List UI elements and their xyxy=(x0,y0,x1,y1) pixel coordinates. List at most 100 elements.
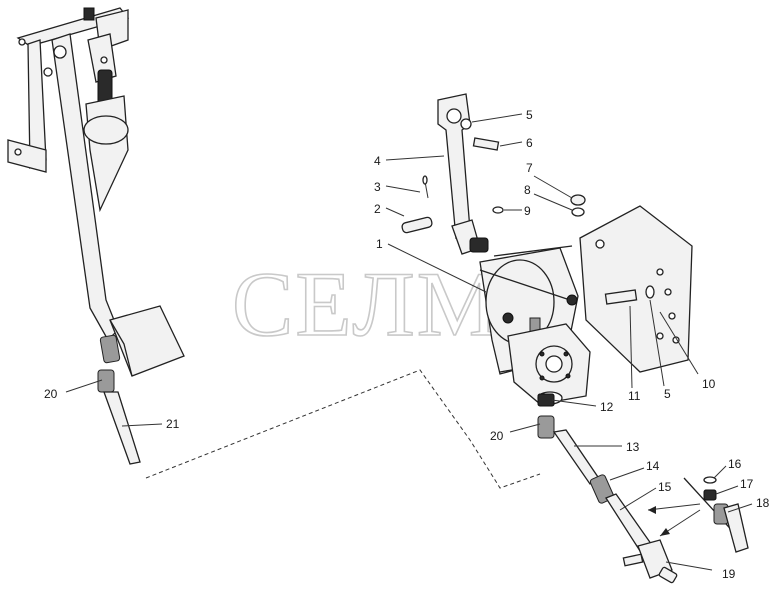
callout-5a: 5 xyxy=(526,108,533,122)
callout-7: 7 xyxy=(526,161,533,175)
o-ring-16 xyxy=(703,476,717,484)
callout-labels: 1 2 3 4 5 5 6 7 8 9 10 11 12 13 14 15 16… xyxy=(44,108,770,581)
callout-13: 13 xyxy=(626,440,640,454)
bracket-clip xyxy=(83,7,95,21)
cotter-pin-head xyxy=(422,175,428,185)
bracket-hole xyxy=(43,67,53,77)
nut-7 xyxy=(570,194,586,206)
arrow-line xyxy=(647,503,701,511)
callout-10: 10 xyxy=(702,377,716,391)
callout-4: 4 xyxy=(374,154,381,168)
bolt-6 xyxy=(472,137,500,151)
lever-pivot xyxy=(53,45,67,59)
leader-10 xyxy=(659,311,699,375)
leader-8 xyxy=(533,193,573,211)
leader-12 xyxy=(551,399,597,407)
clevis-pin xyxy=(100,56,108,64)
leader-16 xyxy=(713,465,727,479)
cover-screw xyxy=(539,375,545,381)
arrow-head xyxy=(660,528,670,536)
callout-9: 9 xyxy=(524,204,531,218)
callout-12: 12 xyxy=(600,400,614,414)
nut-17 xyxy=(703,489,717,501)
leader-2 xyxy=(385,207,405,217)
leader-15 xyxy=(619,487,657,511)
bracket-hole xyxy=(656,268,664,276)
bracket-hole xyxy=(595,239,605,249)
leader-20a xyxy=(65,379,103,393)
pedal-pad xyxy=(109,305,185,377)
mounting-bracket-10 xyxy=(579,205,693,373)
leader-1 xyxy=(387,243,487,293)
arrow-head xyxy=(648,506,656,514)
callout-18: 18 xyxy=(756,496,770,510)
bolt-11 xyxy=(604,289,638,305)
locknut xyxy=(469,237,489,253)
leader-20b xyxy=(509,423,541,433)
leader-21 xyxy=(121,423,163,427)
tie-rod xyxy=(479,269,571,301)
pedal-bracket-foot xyxy=(7,139,47,173)
leader-5b xyxy=(649,299,665,387)
tie-rod xyxy=(493,245,573,257)
master-cylinder-body xyxy=(85,95,129,213)
pedal-assembly xyxy=(7,7,185,465)
bracket-hole xyxy=(14,148,22,156)
fitting-20-right xyxy=(537,415,555,439)
callout-14: 14 xyxy=(646,459,660,473)
callout-11: 11 xyxy=(628,389,641,403)
callout-15: 15 xyxy=(658,480,672,494)
watermark-text: СЕЛМ xyxy=(232,253,501,355)
leader-18 xyxy=(727,503,753,513)
callout-5b: 5 xyxy=(664,387,671,401)
leader-5a xyxy=(471,113,523,123)
valve-port xyxy=(545,355,563,373)
tee-branch xyxy=(622,553,644,567)
bracket-hole xyxy=(664,288,672,296)
callout-3: 3 xyxy=(374,180,381,194)
hose-21 xyxy=(103,391,141,465)
washer-5-side xyxy=(645,285,655,299)
leader-14 xyxy=(609,467,645,481)
callout-1: 1 xyxy=(376,237,383,251)
washer-8 xyxy=(571,207,585,217)
cover-screw xyxy=(563,351,569,357)
leader-3 xyxy=(385,185,421,193)
clutch-booster-assembly xyxy=(401,93,749,584)
callout-8: 8 xyxy=(524,183,531,197)
fitting-12 xyxy=(537,393,555,407)
washer-9 xyxy=(492,206,504,214)
pedal-pad-edge xyxy=(109,319,133,377)
leader-lines xyxy=(65,113,753,571)
leader-11 xyxy=(629,305,633,389)
callout-19: 19 xyxy=(722,567,736,581)
callout-20a: 20 xyxy=(44,387,58,401)
tee-outlet xyxy=(658,566,678,584)
bracket-hole xyxy=(18,38,26,46)
callout-6: 6 xyxy=(526,136,533,150)
callout-17: 17 xyxy=(740,477,754,491)
leader-4 xyxy=(385,155,445,161)
lever-bore xyxy=(446,108,462,124)
body-bolt xyxy=(502,312,514,324)
callout-21: 21 xyxy=(166,417,180,431)
bracket-hole xyxy=(656,332,664,340)
callout-20b: 20 xyxy=(490,429,504,443)
hydraulic-line-route xyxy=(145,369,541,489)
bracket-hole xyxy=(668,312,676,320)
pin-2 xyxy=(401,216,433,234)
leader-7 xyxy=(533,175,573,199)
washer-5-top xyxy=(460,118,472,130)
leader-17 xyxy=(715,485,739,495)
pipe-end-18 xyxy=(723,503,749,553)
leader-19 xyxy=(665,561,713,571)
body-bolt xyxy=(566,294,578,306)
leader-6 xyxy=(499,141,523,147)
cover-screw xyxy=(565,373,571,379)
cylinder-flange xyxy=(83,115,129,145)
fitting-20-left-top xyxy=(99,334,121,364)
pipe-13 xyxy=(552,429,601,485)
cover-screw xyxy=(539,351,545,357)
